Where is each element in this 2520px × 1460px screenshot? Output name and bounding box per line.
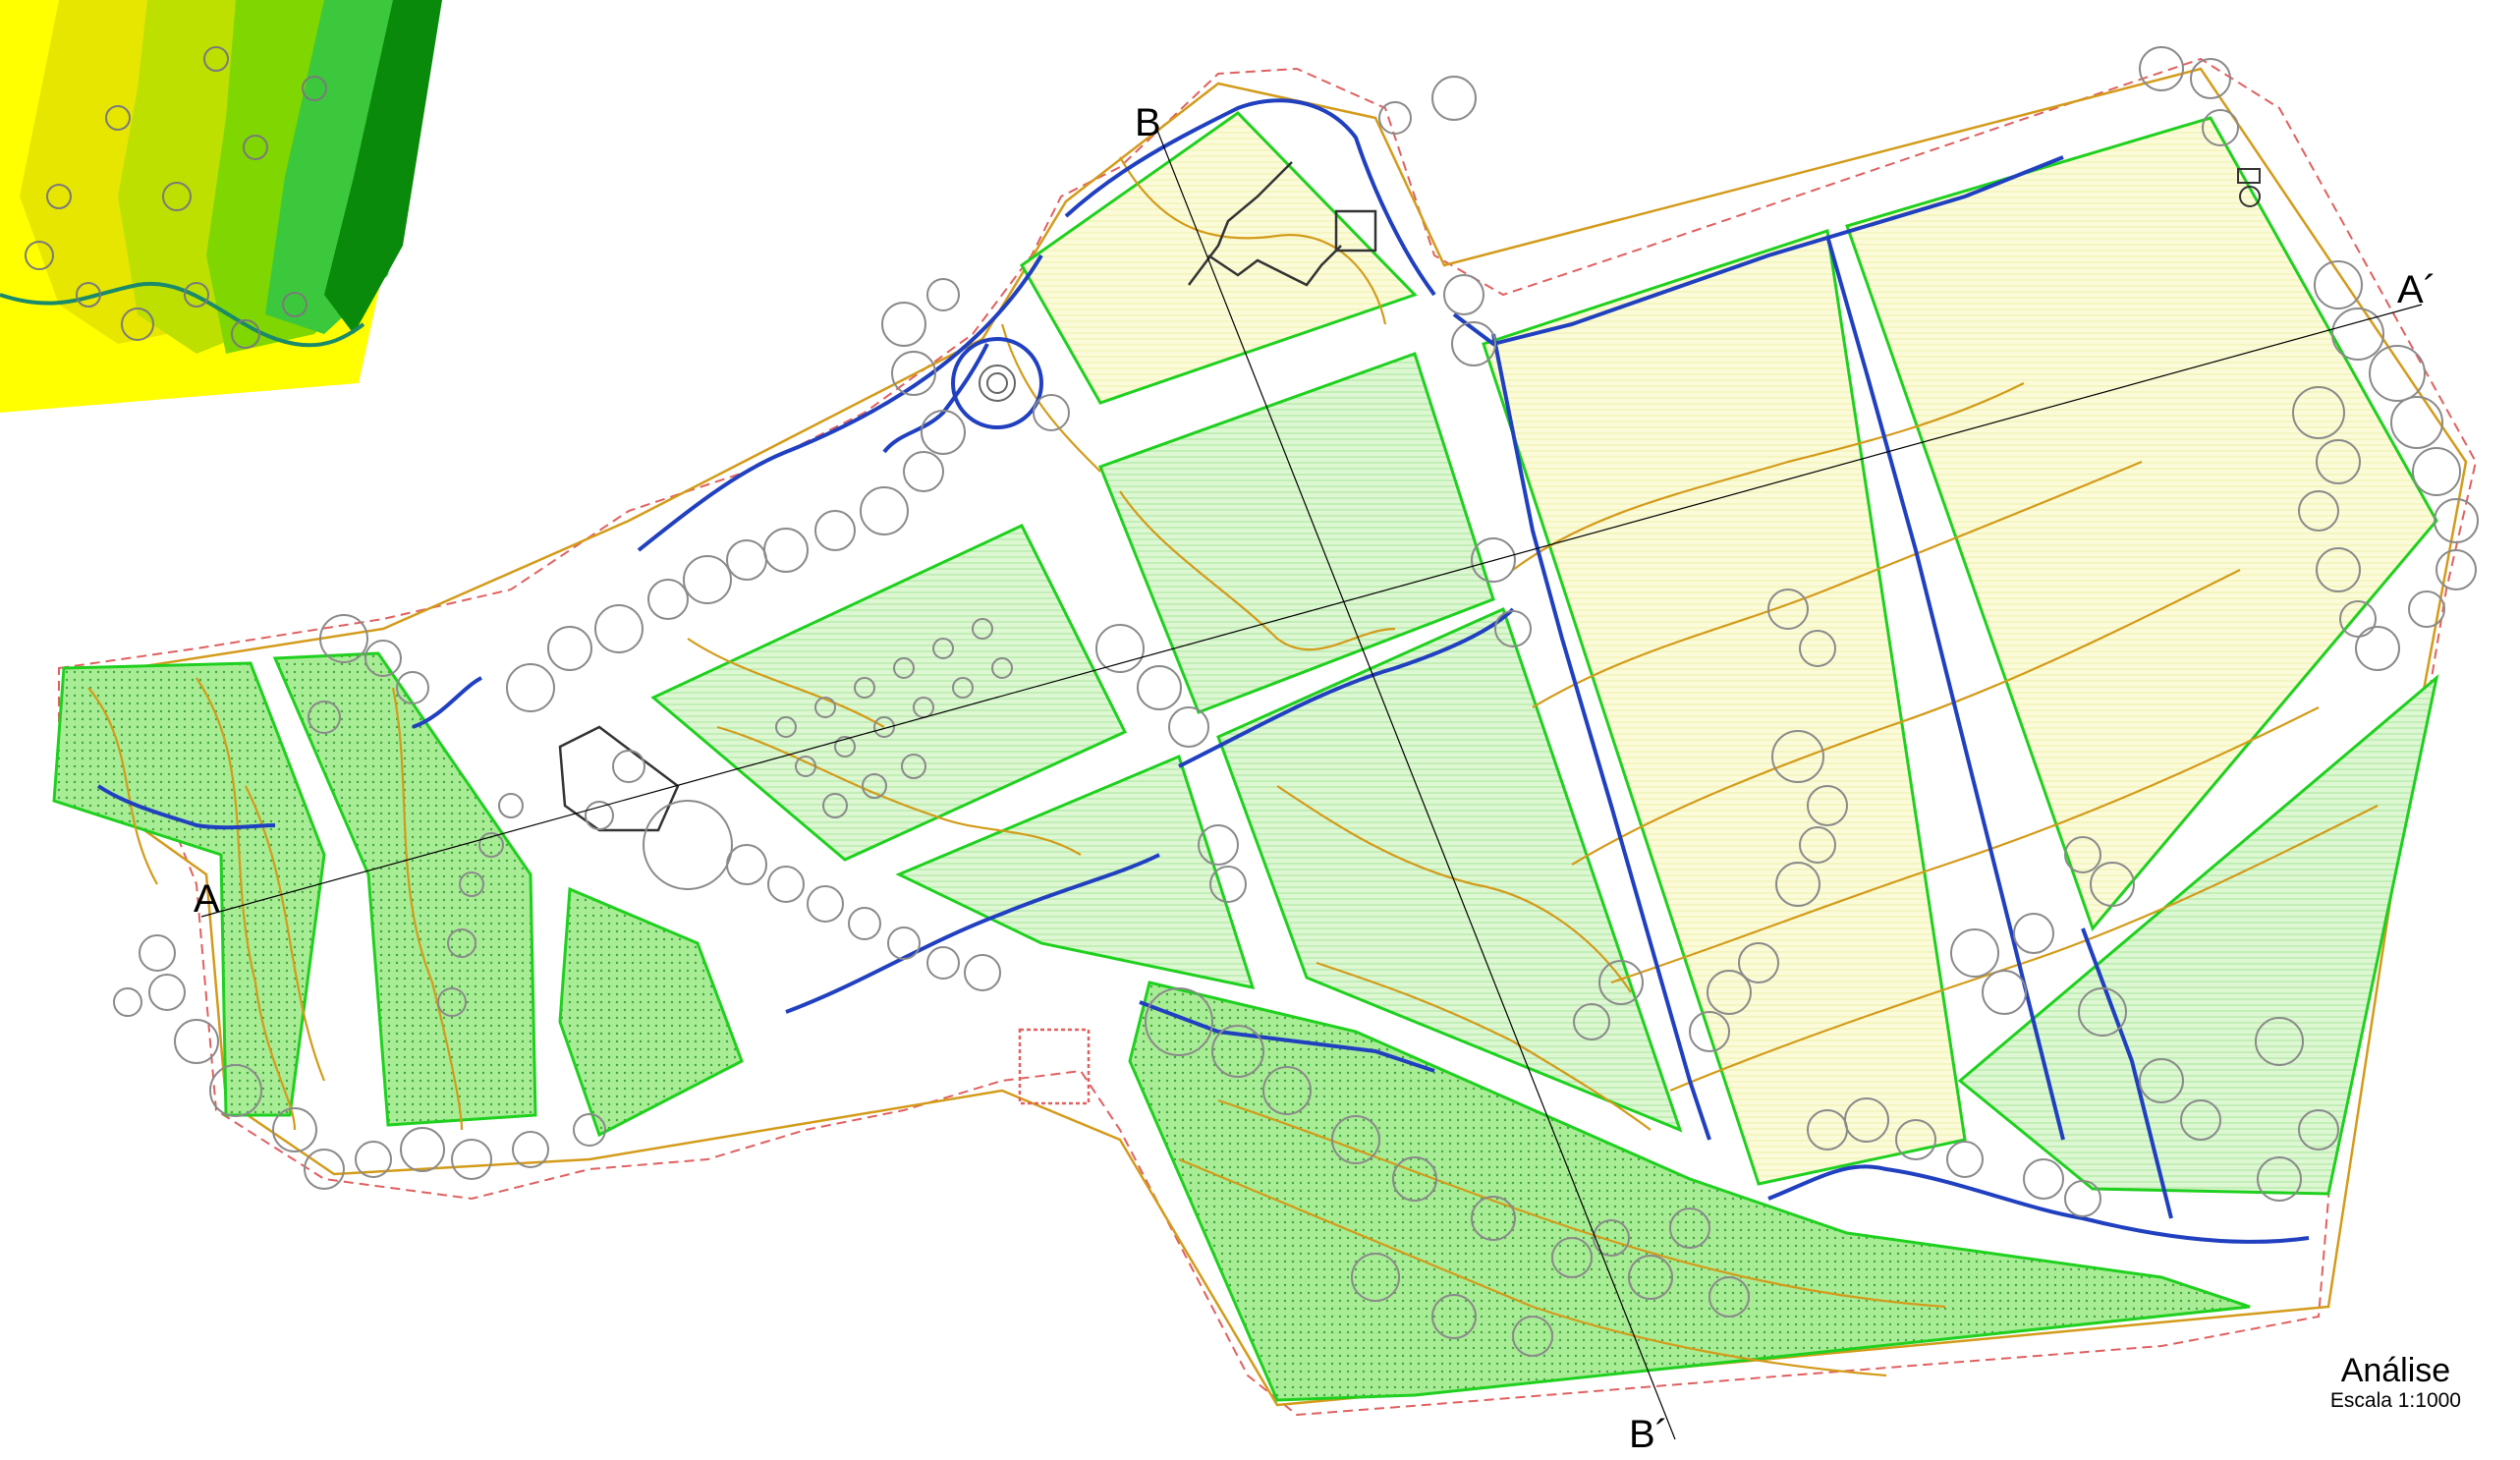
fountain bbox=[951, 337, 1043, 429]
section-label-b: B bbox=[1135, 101, 1161, 144]
site-boundary bbox=[58, 57, 2478, 1417]
plan-scale: Escala 1:1000 bbox=[2329, 1389, 2461, 1412]
plan-title-block: Análise Escala 1:1000 bbox=[2330, 1352, 2461, 1413]
meadow-areas bbox=[1020, 111, 2438, 1186]
paths bbox=[96, 98, 2310, 1244]
relief-inset bbox=[0, 0, 442, 413]
plan-title: Análise bbox=[2340, 1352, 2451, 1389]
well-marker bbox=[2237, 168, 2261, 207]
dense-vegetation-areas bbox=[52, 651, 2251, 1402]
section-label-a-prime: A´ bbox=[2397, 268, 2436, 311]
section-lines bbox=[200, 122, 2423, 1440]
trees bbox=[113, 46, 2479, 1357]
section-label-b-prime: B´ bbox=[1629, 1413, 1668, 1456]
buildings bbox=[558, 161, 1377, 1105]
section-label-a: A bbox=[194, 877, 220, 921]
contour-lines bbox=[87, 156, 2379, 1377]
